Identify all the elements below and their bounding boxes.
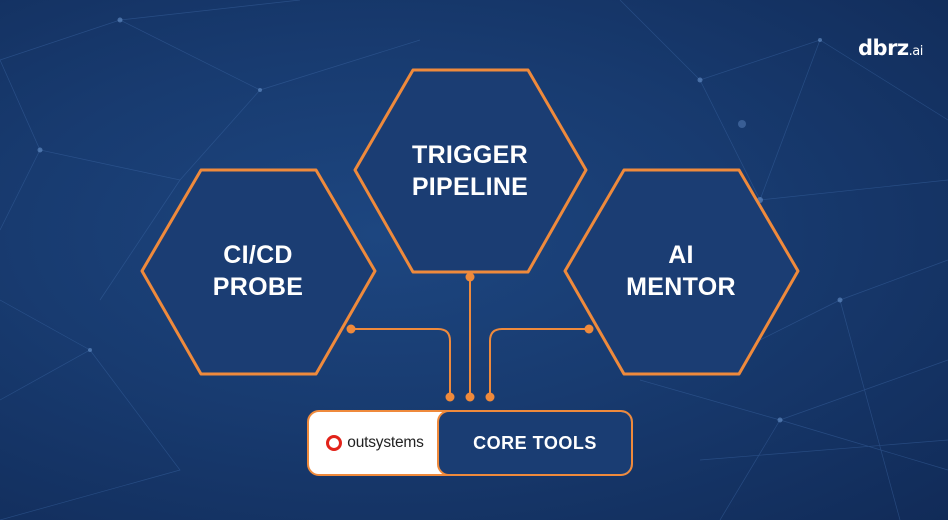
background-nodes: [37, 17, 843, 423]
hexagon-cicd-probe: [140, 168, 377, 376]
connector-dot: [346, 324, 356, 334]
connector-lines: [351, 277, 589, 396]
hexagon-ai-mentor: [563, 168, 800, 376]
hexagon-label-ai-mentor: AI MENTOR: [601, 239, 761, 303]
hexagon-label-cicd-probe: CI/CD PROBE: [188, 239, 328, 303]
outsystems-ring-icon: [326, 435, 343, 451]
hexagon-trigger-pipeline: [353, 68, 588, 274]
hexagon-label-trigger-pipeline: TRIGGER PIPELINE: [390, 139, 550, 203]
connector-dot: [485, 392, 495, 402]
connector-dot: [584, 324, 594, 334]
hexagon-label-line: PIPELINE: [411, 173, 529, 201]
platform-pill: outsystems CORE TOOLS: [307, 410, 633, 476]
hexagon-label-line: CI/CD: [223, 241, 293, 269]
connector-ai-mentor: [489, 328, 589, 396]
hexagon-label-line: PROBE: [212, 273, 304, 301]
dbrz-logo: dbrz.ai: [858, 36, 923, 60]
hexagon-label-line: AI: [668, 241, 694, 269]
connector-dots: [346, 272, 594, 402]
connector-dot: [465, 392, 475, 402]
outsystems-wordmark: outsystems: [347, 434, 424, 451]
hexagon-label-line: MENTOR: [626, 273, 736, 301]
outsystems-logo: outsystems: [309, 412, 441, 474]
connector-dot: [445, 392, 455, 402]
connector-cicd-probe: [351, 328, 451, 396]
core-tools-label: CORE TOOLS: [473, 432, 597, 453]
hexagon-label-line: TRIGGER: [412, 141, 528, 169]
hexagons: [140, 68, 800, 376]
connector-dot: [465, 272, 475, 282]
core-tools-box: CORE TOOLS: [437, 412, 631, 474]
